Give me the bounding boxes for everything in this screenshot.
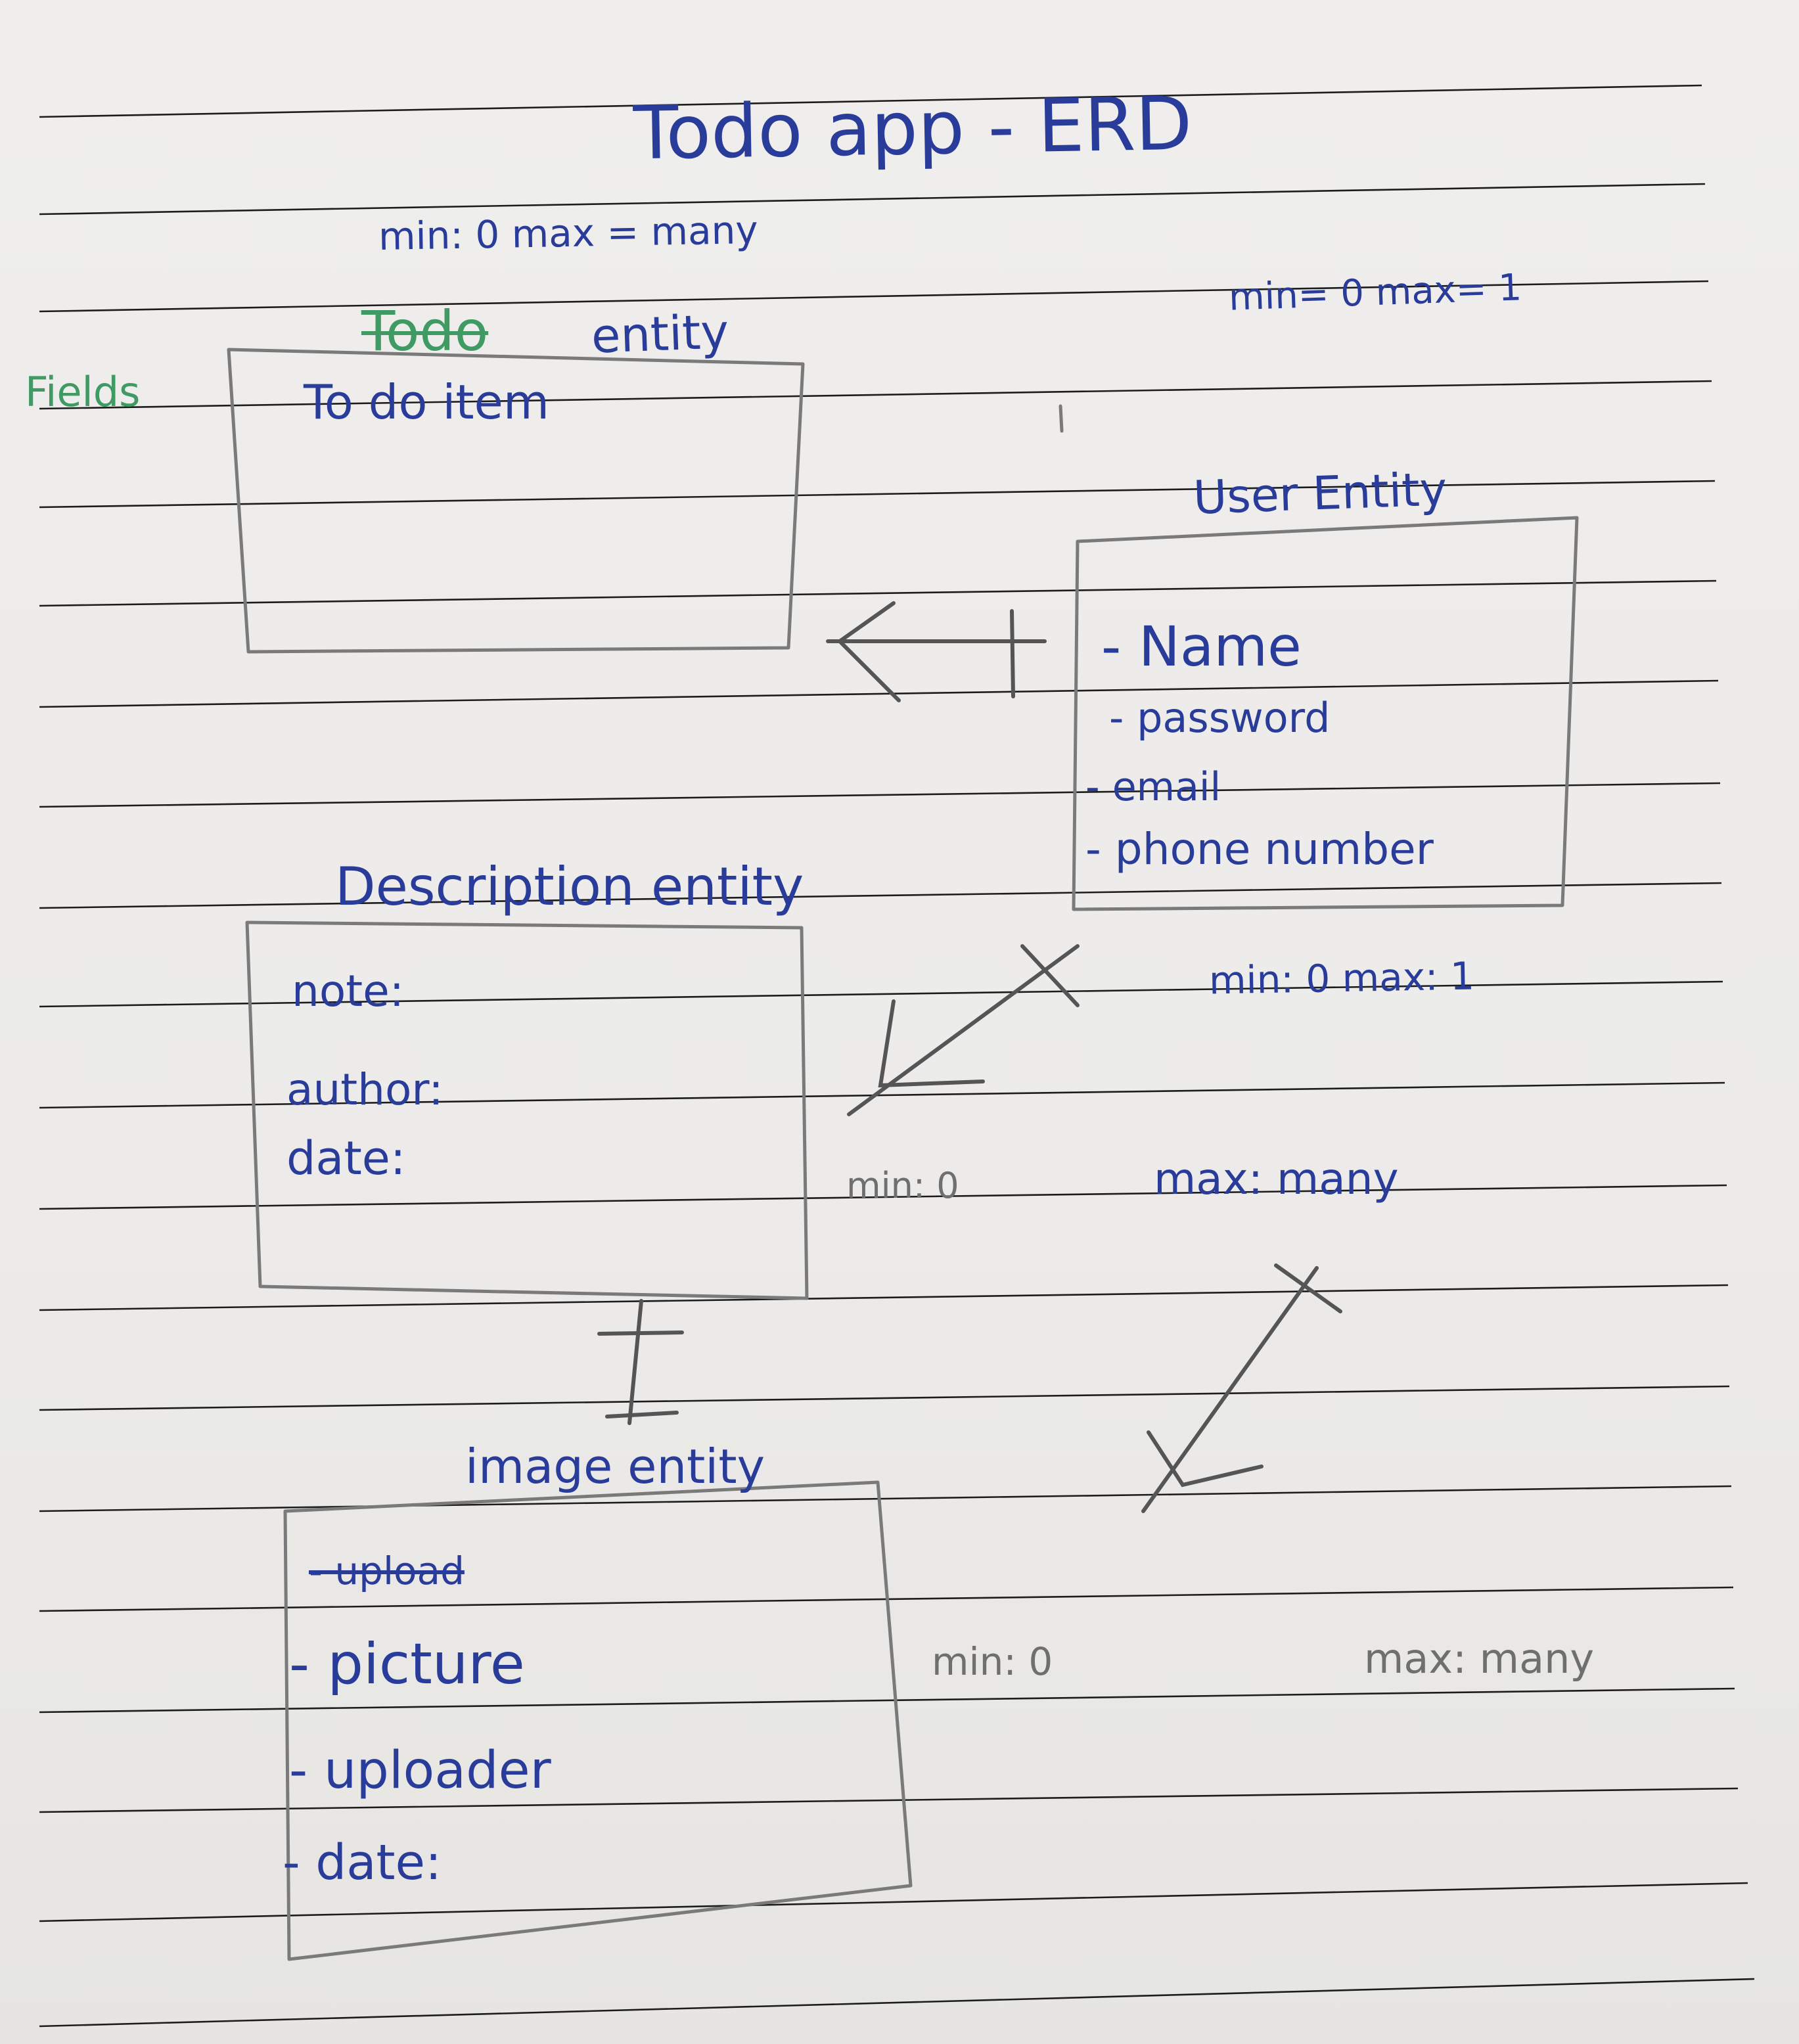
- user-cardinality: min= 0 max= 1: [1227, 266, 1523, 319]
- user-description-relationship: [847, 944, 1080, 1116]
- description-entity-header: Description entity: [335, 856, 804, 917]
- ruled-line: [39, 1184, 1727, 1210]
- ruled-line: [39, 84, 1702, 118]
- ruled-line: [39, 579, 1717, 607]
- ruled-line: [39, 679, 1719, 708]
- description-field-date: date:: [286, 1131, 406, 1185]
- description-min-label: min: 0: [846, 1165, 959, 1206]
- image-field-upload-struck: - upload: [309, 1549, 465, 1593]
- image-user-relationship: [1141, 1263, 1342, 1513]
- image-entity-box: [283, 1480, 913, 1961]
- image-max-label: max: many: [1364, 1635, 1595, 1683]
- ruled-line: [39, 980, 1723, 1008]
- ruled-line: [39, 1687, 1735, 1714]
- description-field-author: author:: [286, 1064, 444, 1115]
- page-title: Todo app - ERD: [632, 81, 1193, 177]
- ruled-lines: [39, 84, 1755, 2028]
- user-field-name: - Name: [1101, 614, 1302, 679]
- user-entity-box: [1072, 516, 1579, 911]
- ruled-line: [39, 1485, 1732, 1512]
- ruled-line: [39, 1081, 1725, 1109]
- todo-user-relationship: [826, 601, 1047, 702]
- ruled-line: [39, 1284, 1729, 1311]
- user-field-email: - email: [1085, 764, 1221, 810]
- description-to-user-cardinality: min: 0 max: 1: [1208, 953, 1475, 1003]
- todo-entity-header: entity: [590, 304, 730, 364]
- fields-side-label: Fields: [25, 368, 141, 416]
- user-field-password: - password: [1109, 694, 1331, 742]
- description-max-label: max: many: [1154, 1154, 1399, 1204]
- ruled-line: [39, 1787, 1739, 1813]
- stray-mark: [1059, 404, 1064, 433]
- todo-entity-box: [227, 348, 805, 654]
- ruled-line: [39, 782, 1721, 808]
- user-field-phone: - phone number: [1085, 824, 1434, 874]
- image-field-date: - date:: [283, 1834, 442, 1891]
- todo-struck-header: Todo: [361, 299, 489, 363]
- description-entity-box: [245, 920, 809, 1300]
- ruled-line: [39, 1978, 1755, 2028]
- image-min-label: min: 0: [932, 1639, 1053, 1684]
- ruled-line: [39, 280, 1709, 313]
- todo-item-field: To do item: [304, 375, 549, 430]
- image-entity-header: image entity: [465, 1439, 765, 1494]
- image-field-uploader: - uploader: [289, 1741, 551, 1800]
- ruled-line: [39, 882, 1722, 909]
- image-field-picture: - picture: [289, 1631, 525, 1697]
- description-image-relationship: [597, 1299, 684, 1425]
- ruled-line: [39, 183, 1706, 216]
- ruled-line: [39, 480, 1716, 509]
- ruled-line: [39, 380, 1712, 410]
- ruled-line: [39, 1882, 1748, 1922]
- todo-cardinality: min: 0 max = many: [378, 207, 759, 260]
- description-field-note: note:: [292, 966, 404, 1016]
- ruled-line: [39, 1385, 1730, 1411]
- user-entity-header: User Entity: [1192, 462, 1448, 525]
